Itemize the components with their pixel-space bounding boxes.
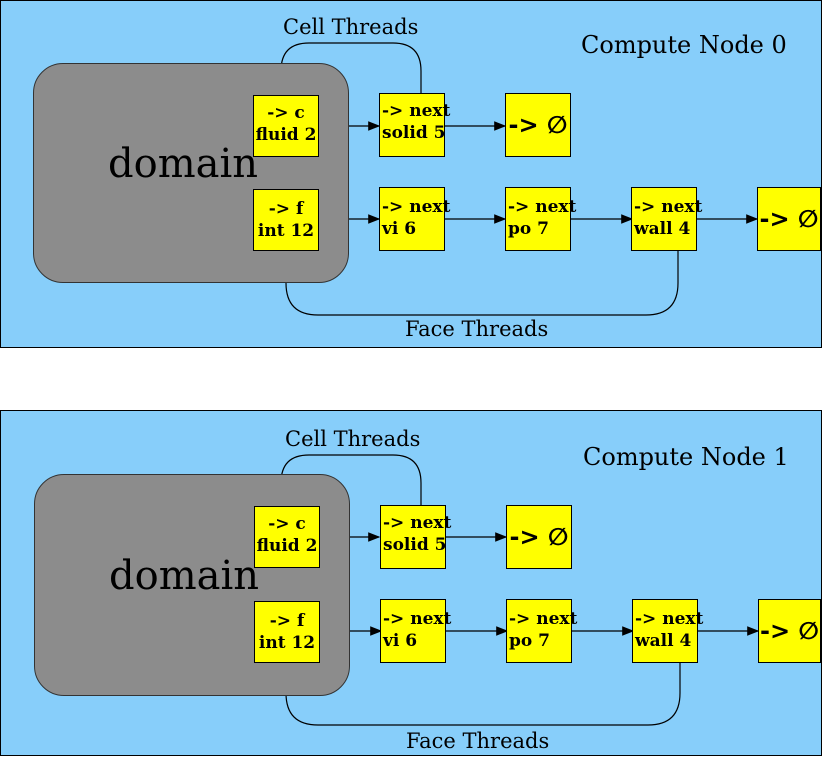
face-list-line1: -> next xyxy=(634,197,703,217)
face-list-line2: po 7 xyxy=(509,631,550,651)
cell-list-box: -> next solid 5 xyxy=(380,505,452,569)
face-head-box: -> f int 12 xyxy=(253,189,319,251)
face-list-line2: wall 4 xyxy=(635,631,692,651)
face-list-box-po: -> next po 7 xyxy=(506,599,578,663)
face-head-line2: int 12 xyxy=(257,221,315,241)
cell-threads-label: Cell Threads xyxy=(285,427,421,451)
domain-label: domain xyxy=(108,141,259,187)
cell-null-box: -> ∅ xyxy=(505,93,571,157)
cell-threads-label: Cell Threads xyxy=(283,15,419,39)
cell-head-line1: -> c xyxy=(267,103,305,123)
domain-label: domain xyxy=(109,553,260,599)
cell-null-box: -> ∅ xyxy=(506,505,572,569)
face-head-line1: -> f xyxy=(268,199,304,219)
cell-head-box: -> c fluid 2 xyxy=(254,506,320,568)
face-list-box-wall: -> next wall 4 xyxy=(631,187,703,251)
cell-head-box: -> c fluid 2 xyxy=(253,95,319,157)
face-list-line1: -> next xyxy=(508,197,577,217)
face-list-line2: vi 6 xyxy=(382,219,417,239)
face-head-box: -> f int 12 xyxy=(254,601,320,663)
connector-lines xyxy=(280,454,760,726)
cell-list-line1: -> next xyxy=(382,101,451,121)
cell-head-line2: fluid 2 xyxy=(256,536,318,556)
face-list-box-vi: -> next vi 6 xyxy=(380,599,452,663)
cell-list-line2: solid 5 xyxy=(383,535,447,555)
cell-list-box: -> next solid 5 xyxy=(379,93,451,157)
connector-lines xyxy=(280,42,759,316)
face-threads-curve xyxy=(285,251,679,316)
cell-threads-curve xyxy=(280,42,422,96)
face-list-line1: -> next xyxy=(382,197,451,217)
face-list-line2: po 7 xyxy=(508,219,549,239)
compute-node-title: Compute Node 1 xyxy=(583,443,789,471)
face-threads-label: Face Threads xyxy=(405,317,549,341)
cell-head-line1: -> c xyxy=(268,514,306,534)
face-head-line1: -> f xyxy=(269,611,305,631)
face-list-line1: -> next xyxy=(635,609,704,629)
compute-node-title: Compute Node 0 xyxy=(581,31,787,59)
face-head-line2: int 12 xyxy=(258,633,316,653)
face-list-line2: vi 6 xyxy=(383,631,418,651)
cell-list-line1: -> next xyxy=(383,513,452,533)
face-null-box: -> ∅ xyxy=(758,599,821,663)
face-threads-curve xyxy=(285,663,681,726)
face-list-line2: wall 4 xyxy=(634,219,691,239)
face-list-box-wall: -> next wall 4 xyxy=(632,599,704,663)
face-null-box: -> ∅ xyxy=(757,187,821,251)
cell-head-line2: fluid 2 xyxy=(255,125,317,145)
face-list-box-vi: -> next vi 6 xyxy=(379,187,451,251)
compute-node-0-panel: domain Compute Node 0 Cell Threads Face … xyxy=(0,0,822,348)
cell-list-line2: solid 5 xyxy=(382,123,446,143)
face-list-line1: -> next xyxy=(383,609,452,629)
compute-node-1-panel: domain Compute Node 1 Cell Threads Face … xyxy=(0,410,822,756)
face-list-line1: -> next xyxy=(509,609,578,629)
cell-threads-curve xyxy=(280,454,422,506)
face-threads-label: Face Threads xyxy=(406,729,550,753)
face-list-box-po: -> next po 7 xyxy=(505,187,577,251)
